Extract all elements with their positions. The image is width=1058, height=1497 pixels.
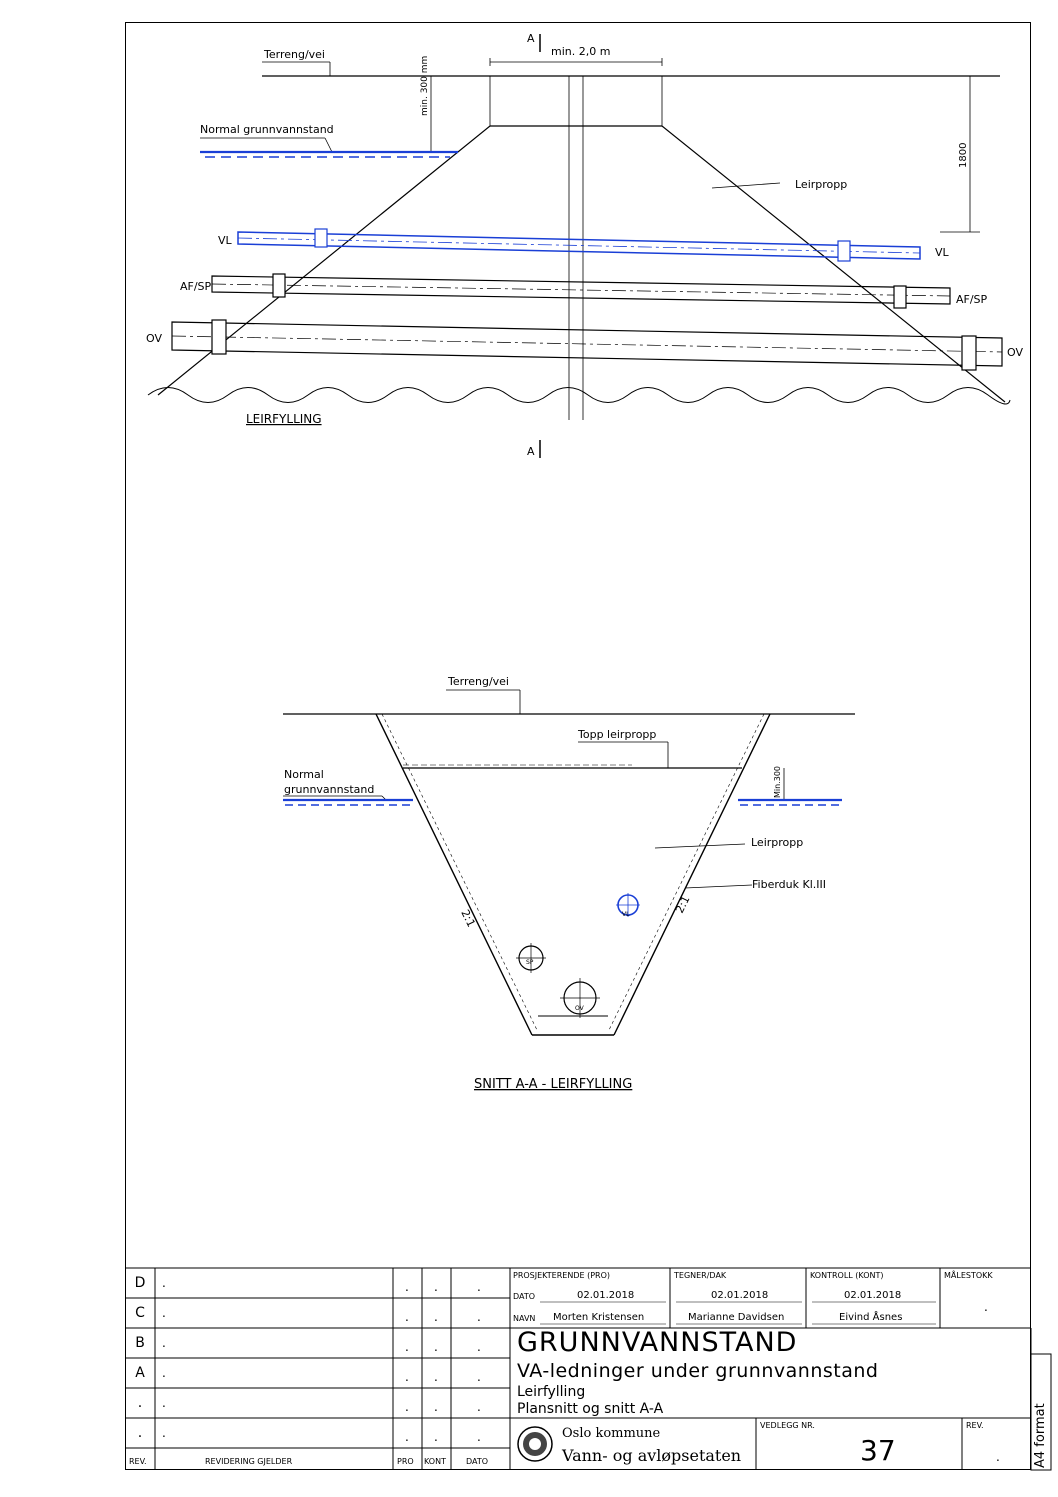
- section-pipe-ov-label: OV: [575, 1005, 585, 1012]
- dato-label: DATO: [513, 1292, 536, 1301]
- section-normal-label: Normal: [284, 768, 324, 781]
- plan-normal-gv-label: Normal grunnvannstand: [200, 123, 334, 136]
- plan-afsp-left: AF/SP: [180, 280, 212, 293]
- plan-min300-label: min. 300 mm: [420, 56, 430, 116]
- plan-terreng-label: Terreng/vei: [263, 48, 325, 61]
- malestokk-label: MÅLESTOKK: [944, 1271, 993, 1280]
- rev-row-c-dato: .: [477, 1310, 481, 1324]
- plan-leirpropp-label: Leirpropp: [795, 178, 847, 191]
- rev-row-b-desc: .: [162, 1336, 166, 1350]
- drawing-frame: [125, 22, 1031, 1470]
- dato-teg: 02.01.2018: [711, 1290, 769, 1301]
- org-dept: Vann- og avløpsetaten: [562, 1446, 742, 1465]
- navn-kont: Eivind Åsnes: [839, 1312, 903, 1323]
- rev-row-6-pro: .: [405, 1430, 409, 1444]
- section-topp-label: Topp leirpropp: [577, 728, 656, 741]
- rev-row-b-kont: .: [434, 1340, 438, 1354]
- rev-row-c-desc: .: [162, 1306, 166, 1320]
- plan-vl-left: VL: [218, 234, 233, 247]
- drawing-subtitle: VA-ledninger under grunnvannstand: [517, 1360, 879, 1382]
- dato-pro: 02.01.2018: [577, 1290, 635, 1301]
- vedlegg-value: 37: [860, 1434, 896, 1467]
- section-leirpropp-label: Leirpropp: [751, 836, 803, 849]
- section-terreng-label: Terreng/vei: [447, 675, 509, 688]
- rev-row-5-id: .: [137, 1395, 143, 1411]
- rev-value: .: [996, 1450, 1000, 1464]
- navn-pro: Morten Kristensen: [553, 1312, 645, 1323]
- section-fiberduk-label: Fiberduk Kl.III: [752, 878, 826, 891]
- rev-row-6-desc: .: [162, 1426, 166, 1440]
- drawing-subtitle-2: Leirfylling: [517, 1384, 586, 1400]
- rev-row-c-id: C: [135, 1305, 145, 1321]
- rev-row-a-kont: .: [434, 1370, 438, 1384]
- org-name: Oslo kommune: [562, 1426, 661, 1441]
- rev-row-6-kont: .: [434, 1430, 438, 1444]
- section-mark-bottom: A: [527, 445, 535, 458]
- rev-row-b-dato: .: [477, 1340, 481, 1354]
- rev-row-6-dato: .: [477, 1430, 481, 1444]
- trench-right-slope: [661, 125, 1006, 403]
- hdr-pro: PRO: [397, 1457, 414, 1466]
- hdr-kont: KONT: [424, 1457, 446, 1466]
- pipe-ov: [171, 319, 1003, 371]
- section-min300-label: Min.300: [773, 766, 782, 798]
- oslo-emblem: [517, 1426, 553, 1462]
- rev-row-c-pro: .: [405, 1310, 409, 1324]
- plan-afsp-right: AF/SP: [956, 293, 988, 306]
- rev-row-a-dato: .: [477, 1370, 481, 1384]
- section-title: SNITT A-A - LEIRFYLLING: [474, 1077, 632, 1092]
- prosjekterende-label: PROSJEKTERENDE (PRO): [513, 1271, 611, 1280]
- vedlegg-label: VEDLEGG NR.: [760, 1421, 815, 1430]
- hdr-desc: REVIDERING GJELDER: [205, 1457, 293, 1466]
- plan-vl-right: VL: [935, 246, 950, 259]
- plan-ov-right: OV: [1007, 346, 1023, 359]
- rev-row-d-kont: .: [434, 1280, 438, 1294]
- navn-teg: Marianne Davidsen: [688, 1312, 785, 1323]
- dato-kont: 02.01.2018: [844, 1290, 902, 1301]
- rev-row-a-desc: .: [162, 1366, 166, 1380]
- malestokk-value: .: [984, 1300, 988, 1314]
- rev-row-a-id: A: [135, 1365, 145, 1381]
- pipe-afsp: [211, 273, 951, 309]
- section-pipe-vl-label: VL: [622, 911, 630, 918]
- pipe-vl: [237, 228, 921, 262]
- plan-leirfylling-label: LEIRFYLLING: [246, 412, 322, 426]
- section-pipe-sp-label: SP: [526, 959, 534, 966]
- rev-row-b-pro: .: [405, 1340, 409, 1354]
- drawing-title: GRUNNVANNSTAND: [517, 1327, 798, 1358]
- rev-row-5-dato: .: [477, 1400, 481, 1414]
- rev-row-d-pro: .: [405, 1280, 409, 1294]
- hdr-dato: DATO: [466, 1457, 489, 1466]
- plan-min2m-label: min. 2,0 m: [551, 45, 610, 58]
- rev-row-6-id: .: [137, 1425, 143, 1441]
- plan-ov-left: OV: [146, 332, 162, 345]
- section-pipe-vl: [616, 893, 640, 917]
- rev-row-c-kont: .: [434, 1310, 438, 1324]
- rev-label: REV.: [966, 1421, 984, 1430]
- section-gv-label: grunnvannstand: [284, 783, 374, 796]
- section-left-slope: [375, 713, 533, 1036]
- section-pipe-sp: [516, 943, 546, 973]
- rev-row-a-pro: .: [405, 1370, 409, 1384]
- section-mark-top: A: [527, 32, 535, 45]
- section-pipe-ov: [560, 978, 600, 1018]
- hdr-rev: REV.: [129, 1457, 147, 1466]
- rev-row-d-dato: .: [477, 1280, 481, 1294]
- rev-row-b-id: B: [135, 1335, 145, 1351]
- drawing-subtitle-3: Plansnitt og snitt A-A: [517, 1401, 664, 1417]
- rev-row-5-desc: .: [162, 1396, 166, 1410]
- format-label: A4 format: [1033, 1403, 1048, 1468]
- section-right-slope: [613, 713, 771, 1036]
- rev-row-5-kont: .: [434, 1400, 438, 1414]
- rev-row-d-desc: .: [162, 1276, 166, 1290]
- rev-row-5-pro: .: [405, 1400, 409, 1414]
- rev-row-d-id: D: [134, 1275, 146, 1291]
- navn-label: NAVN: [513, 1314, 536, 1323]
- tegner-label: TEGNER/DAK: [674, 1271, 727, 1280]
- plan-1800-label: 1800: [958, 143, 969, 168]
- kontroll-label: KONTROLL (KONT): [810, 1271, 884, 1280]
